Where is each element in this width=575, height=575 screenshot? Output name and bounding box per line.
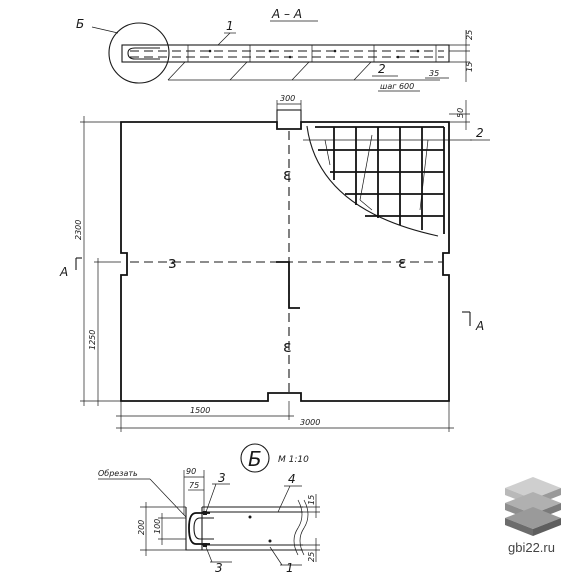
detail-dim-75: 75 — [189, 481, 199, 490]
top-pocket — [276, 109, 302, 130]
detail-callout-4: 4 — [288, 472, 296, 486]
dim-1500: 1500 — [190, 406, 210, 415]
detail-b: Б М 1:10 Обрезать 90 75 3 4 — [98, 443, 320, 575]
detail-dim-15: 15 — [307, 495, 316, 505]
trim-label: Обрезать — [98, 469, 138, 478]
section-a-a: А – А Б 1 — [76, 7, 474, 92]
detail-dim-200: 200 — [137, 520, 146, 535]
dim-1250: 1250 — [88, 330, 97, 350]
detail-b-callout-circle — [108, 22, 170, 84]
section-mark-left: А — [59, 265, 68, 279]
section-callout-2: 2 — [378, 62, 386, 76]
section-dim-35: 35 — [429, 69, 439, 78]
dim-50: 50 — [456, 108, 465, 118]
detail-dim-25: 25 — [307, 552, 316, 562]
detail-callout-3-top: 3 — [218, 471, 226, 485]
section-slab-outline — [121, 44, 450, 63]
detail-callout-1: 1 — [286, 561, 294, 575]
u-loop-bar — [188, 512, 210, 545]
detail-dim-90: 90 — [186, 467, 196, 476]
dim-3000: 3000 — [300, 418, 320, 427]
detail-callout-letter: Б — [76, 17, 84, 31]
detail-title: Б — [248, 447, 262, 471]
lifting-loop-top: ɛ — [283, 165, 292, 184]
center-joint — [276, 261, 300, 309]
watermark-site: gbi22.ru — [508, 540, 555, 555]
mesh-cutout-curve — [306, 125, 439, 237]
reinforcement-mesh — [315, 126, 445, 234]
watermark-logo — [505, 477, 561, 536]
dim-300: 300 — [280, 94, 295, 103]
lifting-loop-bottom: ɛ — [283, 337, 292, 356]
detail-title-circle — [240, 443, 270, 473]
section-dim-15: 15 — [465, 62, 474, 72]
section-dim-25: 25 — [465, 30, 474, 40]
dim-2300: 2300 — [74, 220, 83, 240]
detail-scale: М 1:10 — [278, 455, 309, 465]
plan-view: ɛ ɛ ɜ ɛ 300 — [59, 94, 490, 432]
plan-callout-2: 2 — [476, 126, 484, 140]
section-callout-1: 1 — [226, 19, 234, 33]
lifting-loop-right: ɛ — [398, 253, 407, 272]
section-mark-right: А — [475, 319, 484, 333]
spacing-label: шаг 600 — [380, 82, 414, 91]
lifting-loop-left: ɜ — [168, 253, 177, 272]
section-title: А – А — [271, 7, 302, 21]
detail-callout-3-bottom: 3 — [215, 561, 223, 575]
detail-dim-100: 100 — [153, 519, 162, 534]
